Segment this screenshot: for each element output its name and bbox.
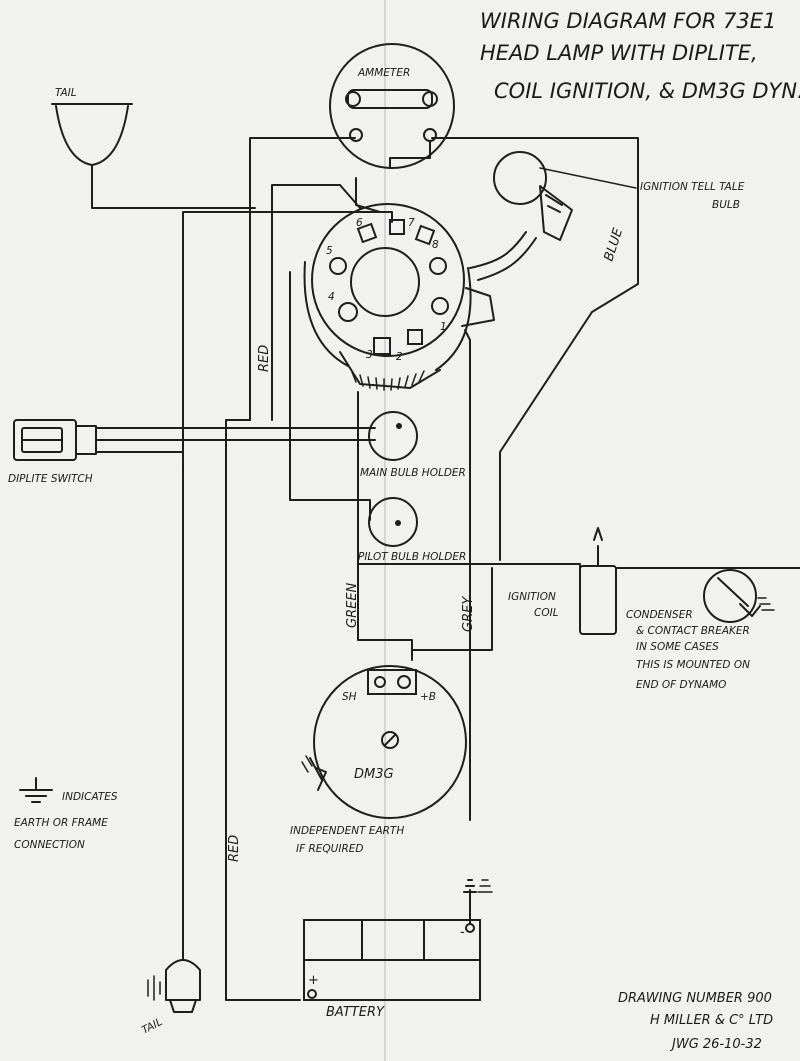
pilot-bulb-holder-label: PILOT BULB HOLDER <box>358 551 466 563</box>
ignition-coil-label-1: IGNITION <box>508 591 556 603</box>
condenser-label-3: IN SOME CASES <box>636 641 719 653</box>
grey-wire-label: GREY <box>461 596 476 632</box>
battery-minus-label: - <box>460 925 465 940</box>
dynamo-dm3g: SH +B DM3G INDEPENDENT EARTH IF REQUIRED <box>290 665 467 855</box>
switch-number-1: 1 <box>440 321 447 333</box>
legend-line-3: CONNECTION <box>14 839 85 851</box>
switch-number-6: 6 <box>356 217 363 229</box>
tell-tale-bulb-label: BULB <box>712 199 740 211</box>
tail-top-label: TAIL <box>55 87 77 99</box>
battery-plus-label: + <box>308 973 319 988</box>
switch-number-3: 3 <box>366 349 373 361</box>
main-bulb-holder: MAIN BULB HOLDER <box>360 411 466 479</box>
diplite-switch-label: DIPLITE SWITCH <box>8 473 93 485</box>
headlamp-switch: 6 7 8 5 4 3 2 1 <box>182 177 495 561</box>
ignition-coil-label-2: COIL <box>534 607 559 619</box>
independent-earth-label-2: IF REQUIRED <box>296 843 363 855</box>
condenser-contact-breaker: CONDENSER & CONTACT BREAKER IN SOME CASE… <box>626 569 775 691</box>
initials-date: JWG 26-10-32 <box>669 1037 762 1052</box>
switch-number-5: 5 <box>326 245 333 257</box>
condenser-label-4: THIS IS MOUNTED ON <box>636 659 750 671</box>
ignition-tell-tale-bulb: IGNITION TELL TALE BULB <box>469 151 745 281</box>
battery-label: BATTERY <box>326 1005 385 1020</box>
tail-bottom-label: TAIL <box>140 1016 165 1037</box>
switch-number-2: 2 <box>396 351 403 363</box>
independent-earth-label-1: INDEPENDENT EARTH <box>290 825 404 837</box>
ammeter-body <box>329 43 455 169</box>
condenser-label-1: CONDENSER <box>626 609 693 621</box>
green-wire-label: GREEN <box>345 582 360 628</box>
blue-wire-label: BLUE <box>602 226 627 264</box>
dynamo-label: DM3G <box>354 767 394 782</box>
title-block: WIRING DIAGRAM FOR 73E1 HEAD LAMP WITH D… <box>480 9 800 103</box>
ammeter-label: AMMETER <box>357 67 410 79</box>
switch-number-8: 8 <box>432 239 439 251</box>
tell-tale-label: IGNITION TELL TALE <box>640 181 745 193</box>
switch-number-4: 4 <box>328 291 335 303</box>
title-line-2: HEAD LAMP WITH DIPLITE, <box>480 41 758 65</box>
company-name: H MILLER & C° LTD <box>650 1013 773 1028</box>
red-lower-label: RED <box>227 835 242 862</box>
ignition-coil: IGNITION COIL <box>508 527 617 635</box>
battery: + - BATTERY <box>303 879 493 1020</box>
legend-line-2: EARTH OR FRAME <box>14 817 108 829</box>
condenser-label-5: END OF DYNAMO <box>636 679 726 691</box>
drawing-footer: DRAWING NUMBER 900 H MILLER & C° LTD JWG… <box>618 991 773 1052</box>
legend-line-1: INDICATES <box>62 791 118 803</box>
main-bulb-holder-label: MAIN BULB HOLDER <box>360 467 466 479</box>
red-upper-label: RED <box>257 345 272 372</box>
tail-lamp-top: TAIL <box>51 87 256 209</box>
title-line-3: COIL IGNITION, & DM3G DYN. <box>494 79 800 103</box>
diplite-switch: DIPLITE SWITCH <box>8 419 376 485</box>
drawing-number: DRAWING NUMBER 900 <box>618 991 772 1006</box>
earth-legend: INDICATES EARTH OR FRAME CONNECTION <box>14 777 118 851</box>
dynamo-sh-label: SH <box>342 691 357 703</box>
pilot-bulb-holder: PILOT BULB HOLDER <box>358 497 466 563</box>
switch-number-7: 7 <box>408 217 415 229</box>
ammeter: AMMETER <box>329 43 455 169</box>
tail-lamp-bottom: TAIL <box>140 959 201 1037</box>
title-line-1: WIRING DIAGRAM FOR 73E1 <box>480 9 776 33</box>
condenser-label-2: & CONTACT BREAKER <box>636 625 750 637</box>
dynamo-plus-b-label: +B <box>420 691 436 703</box>
